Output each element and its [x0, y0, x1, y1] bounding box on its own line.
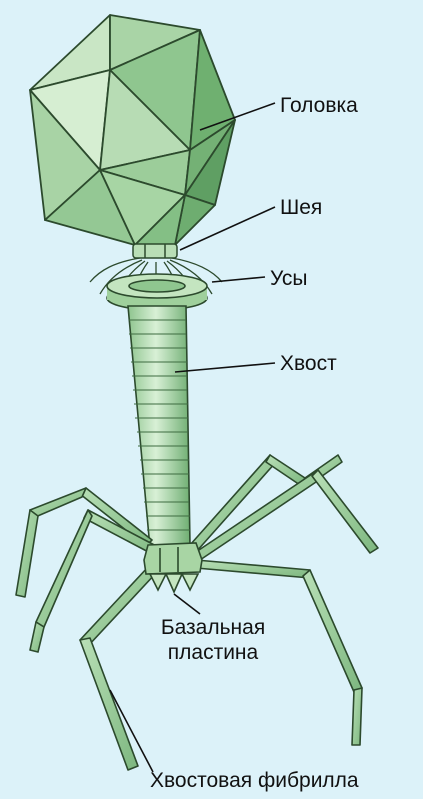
label-neck: Шея: [280, 197, 322, 218]
label-base-plate-line1: Базальная: [138, 617, 288, 638]
neck: [133, 244, 177, 258]
leader-tail: [175, 363, 275, 372]
collar: [107, 274, 207, 310]
base-plate: [144, 543, 202, 592]
label-tail-fiber: Хвостовая фибрилла: [150, 770, 359, 791]
label-head: Головка: [280, 95, 358, 116]
label-base-plate-line2: пластина: [138, 642, 288, 663]
label-tail: Хвост: [280, 353, 337, 374]
leader-base-plate: [174, 594, 200, 614]
tail-sheath: [128, 306, 190, 548]
head-capsid: [30, 15, 235, 245]
label-whiskers: Усы: [270, 268, 308, 289]
